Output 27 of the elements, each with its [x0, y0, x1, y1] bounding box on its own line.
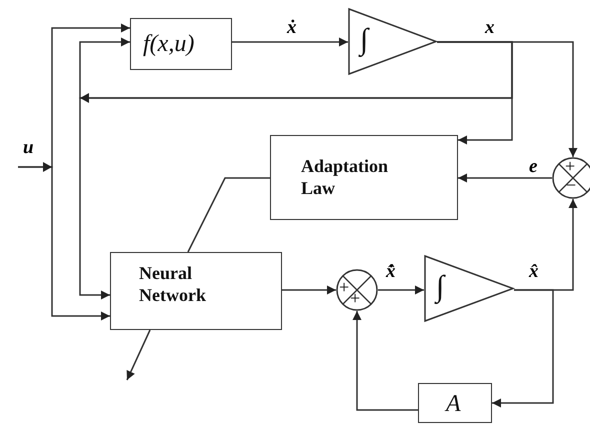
process-box	[110, 252, 282, 330]
sign-label: +	[339, 278, 350, 296]
process-box	[270, 135, 458, 220]
integrator-block	[424, 255, 514, 322]
integrator-block	[348, 8, 437, 75]
integral-symbol: ∫	[436, 269, 444, 305]
block-label: Adaptation Law	[301, 156, 390, 200]
summing-junction	[336, 269, 378, 311]
block-label: A	[446, 390, 461, 419]
summing-junction	[552, 157, 590, 199]
arrow	[437, 41, 513, 144]
arrow	[18, 166, 110, 320]
block-label: f(x,u)	[143, 30, 194, 59]
arrow	[232, 38, 348, 46]
gain-block	[418, 383, 492, 423]
block-label: Neural Network	[139, 263, 207, 306]
arrow	[126, 330, 151, 380]
sign-label: +	[350, 289, 360, 307]
arrow	[458, 174, 552, 182]
sign-label: −	[566, 176, 576, 194]
function-block	[130, 18, 232, 70]
arrow	[492, 289, 554, 408]
arrow	[282, 286, 336, 294]
integral-symbol: ∫	[360, 22, 368, 58]
arrow	[378, 286, 424, 294]
sign-label: +	[565, 157, 576, 175]
arrow	[352, 311, 418, 411]
